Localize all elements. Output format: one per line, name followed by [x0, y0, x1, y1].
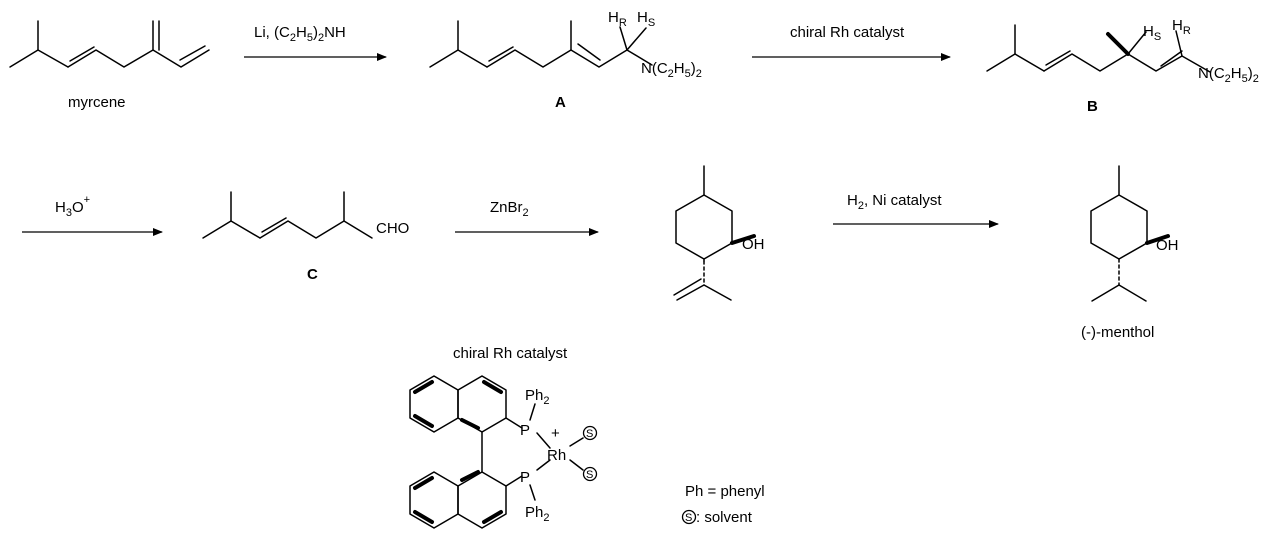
solvent-circle-top — [582, 425, 598, 441]
catalyst-p-top: P — [520, 422, 530, 439]
arrow1-reagent: Li, (C2H5)2NH — [254, 24, 346, 44]
compound-a-structure — [429, 20, 653, 68]
label-menthol: (-)-menthol — [1081, 324, 1154, 341]
isopulegol-structure — [673, 165, 756, 301]
catalyst-ph-top: Ph2 — [525, 387, 549, 407]
a-amine-label: N(C2H5)2 — [641, 60, 702, 80]
solvent-s-top: S — [586, 428, 593, 440]
catalyst-p-bottom: P — [520, 469, 530, 486]
b-amine-label: N(C2H5)2 — [1198, 65, 1259, 85]
arrow3-reagent: H3O+ — [55, 194, 90, 219]
label-compound-b: B — [1087, 98, 1098, 115]
menthol-structure — [1090, 165, 1170, 302]
label-compound-a: A — [555, 94, 566, 111]
arrow5-reagent: H2, Ni catalyst — [847, 192, 942, 212]
solvent-s-legend: S — [685, 512, 692, 524]
catalyst-title: chiral Rh catalyst — [453, 345, 568, 362]
catalyst-rh: Rh — [547, 447, 566, 464]
b-hr-label: HR — [1172, 17, 1191, 37]
legend-phenyl: Ph = phenyl — [685, 483, 765, 500]
a-hr-label: HR — [608, 9, 627, 29]
a-hs-label: HS — [637, 9, 655, 29]
arrow4-reagent: ZnBr2 — [490, 199, 529, 219]
isopulegol-oh-label: OH — [742, 236, 765, 253]
legend-solvent: : solvent — [696, 509, 753, 526]
binap-rh-structure — [409, 375, 697, 529]
solvent-circle-legend — [681, 509, 697, 525]
b-hs-label: HS — [1143, 23, 1161, 43]
compound-b-structure — [986, 24, 1211, 73]
label-compound-c: C — [307, 266, 318, 283]
solvent-s-bottom: S — [586, 469, 593, 481]
catalyst-ph-bottom: Ph2 — [525, 504, 549, 524]
compound-c-structure — [202, 191, 373, 239]
solvent-circle-bottom — [582, 466, 598, 482]
c-cho-label: CHO — [376, 220, 409, 237]
catalyst-charge: + — [551, 425, 560, 442]
myrcene-structure — [9, 20, 210, 68]
label-myrcene: myrcene — [68, 94, 126, 111]
menthol-oh-label: OH — [1156, 237, 1179, 254]
arrow2-reagent: chiral Rh catalyst — [790, 24, 905, 41]
